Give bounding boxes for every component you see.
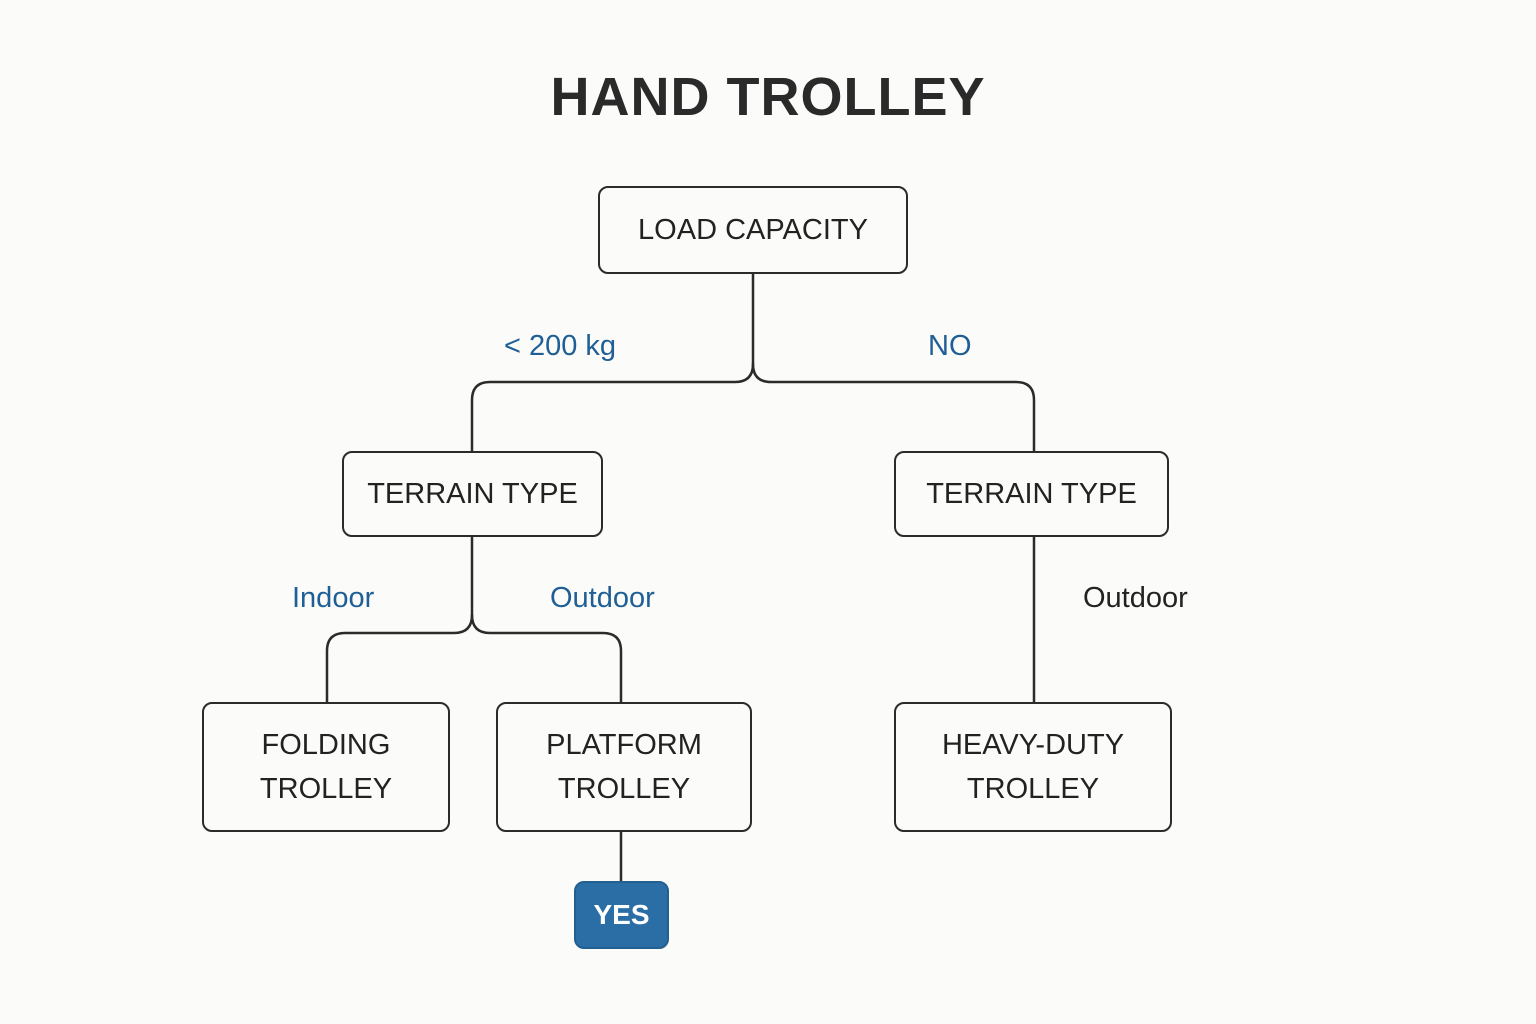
- node-heavy-duty-trolley: HEAVY-DUTY TROLLEY: [894, 702, 1172, 832]
- node-terrain-type-right: TERRAIN TYPE: [894, 451, 1169, 537]
- connector-terrain-left-platform: [470, 613, 623, 705]
- node-yes: YES: [574, 881, 669, 949]
- node-terrain-type-right-label: TERRAIN TYPE: [926, 478, 1137, 510]
- edge-label-indoor: Indoor: [292, 582, 375, 614]
- edge-label-no: NO: [928, 330, 972, 362]
- node-load-capacity: LOAD CAPACITY: [598, 186, 908, 274]
- connector-terrain-left-folding: [325, 534, 474, 705]
- edge-label-outdoor-left: Outdoor: [550, 582, 655, 614]
- node-folding-trolley-line1: FOLDING: [261, 729, 391, 761]
- node-folding-trolley-text: FOLDING TROLLEY: [260, 723, 392, 811]
- node-folding-trolley-line2: TROLLEY: [259, 773, 393, 805]
- edge-label-under-200kg: < 200 kg: [504, 330, 617, 362]
- connector-root-left: [470, 272, 755, 454]
- node-terrain-type-left-label: TERRAIN TYPE: [367, 478, 578, 510]
- node-platform-trolley-text: PLATFORM TROLLEY: [546, 723, 702, 811]
- node-load-capacity-label: LOAD CAPACITY: [638, 214, 868, 246]
- node-heavy-duty-trolley-line1: HEAVY-DUTY: [941, 729, 1125, 761]
- connector-root-right: [751, 362, 1036, 454]
- diagram-title: HAND TROLLEY: [550, 67, 986, 127]
- node-folding-trolley: FOLDING TROLLEY: [202, 702, 450, 832]
- node-yes-label: YES: [593, 899, 650, 930]
- node-platform-trolley: PLATFORM TROLLEY: [496, 702, 752, 832]
- node-heavy-duty-trolley-text: HEAVY-DUTY TROLLEY: [942, 723, 1124, 811]
- node-heavy-duty-trolley-line2: TROLLEY: [966, 773, 1100, 805]
- edge-label-outdoor-right: Outdoor: [1083, 582, 1188, 614]
- node-terrain-type-left: TERRAIN TYPE: [342, 451, 603, 537]
- node-platform-trolley-line1: PLATFORM: [546, 729, 702, 761]
- node-platform-trolley-line2: TROLLEY: [557, 773, 691, 805]
